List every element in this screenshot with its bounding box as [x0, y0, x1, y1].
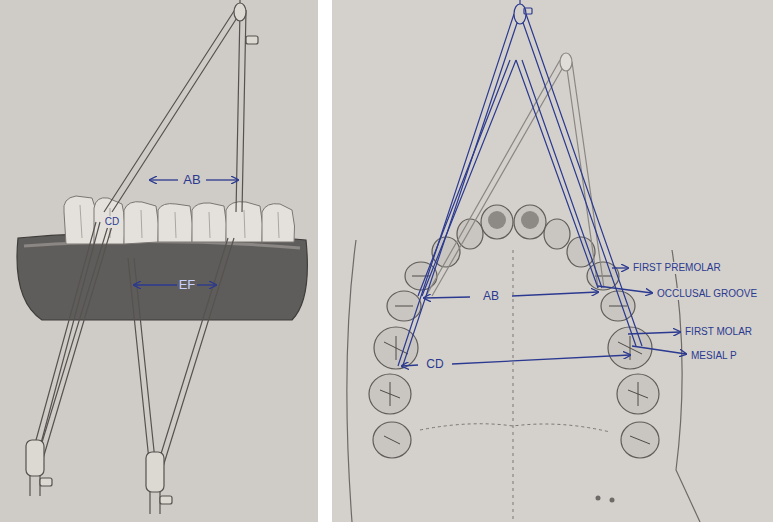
dimension-label: AB — [481, 290, 501, 304]
teeth — [64, 196, 295, 244]
caliper — [128, 238, 234, 514]
callout-label: MESIAL P — [689, 350, 739, 362]
leader-line — [598, 268, 686, 354]
dimension-label: CD — [103, 216, 121, 228]
teeth — [369, 205, 659, 458]
dimension-label: CD — [424, 358, 445, 372]
arch-outline — [347, 240, 700, 522]
callout-label: OCCLUSAL GROOVE — [655, 288, 759, 300]
caliper — [104, 0, 258, 212]
caliper — [398, 0, 642, 368]
paper — [0, 0, 318, 522]
dimension-label: EF — [177, 278, 198, 293]
callout-label: FIRST MOLAR — [683, 326, 754, 338]
dimension-label: AB — [181, 173, 202, 188]
callout-label: FIRST PREMOLAR — [631, 262, 723, 274]
dimension-arrow — [134, 180, 238, 285]
cast-base — [17, 232, 307, 320]
caliper — [426, 53, 604, 296]
caliper — [26, 222, 112, 496]
paper — [332, 0, 773, 522]
dimension-arrow — [402, 292, 630, 366]
